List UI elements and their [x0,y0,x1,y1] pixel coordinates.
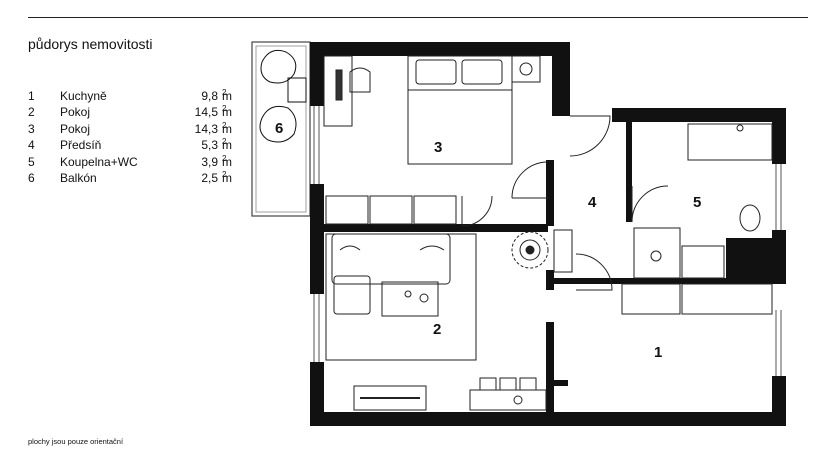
room-name: Koupelna+WC [60,154,138,169]
decor-icon [404,290,412,298]
room-label-4: 4 [588,194,597,211]
balcony-chair [259,105,297,143]
balcony [251,41,311,217]
bedroom-furniture [323,55,541,225]
bathroom-fixtures [633,123,773,279]
room-number: 6 [28,170,35,185]
room-number: 5 [28,154,35,169]
double-bed [407,55,513,165]
room-number: 3 [28,121,35,136]
page-title: půdorys nemovitosti [28,36,153,52]
room-name: Balkón [60,170,97,185]
kitchen-counters [621,283,773,315]
pillow [461,59,503,85]
room-number: 2 [28,105,35,120]
monitor-icon [335,69,343,101]
wardrobe [413,195,457,225]
living-room-furniture [325,229,573,411]
disclaimer-note: plochy jsou pouze orientační [28,437,124,446]
plant-icon [511,231,549,269]
room-label-1: 1 [654,344,662,361]
desk-chair [349,67,371,93]
toilet-icon [739,204,761,232]
bathtub [687,123,773,161]
room-area: 14,5 [194,105,218,120]
tap-icon [736,124,744,132]
room-label-6: 6 [275,120,283,137]
room-area: 9,8 [201,89,218,103]
room-number: 4 [28,138,35,153]
rug [325,233,477,361]
plant-icon [513,395,523,405]
wardrobe [369,195,413,225]
chair [499,377,517,391]
room-name: Pokoj [60,105,91,120]
room-label-5: 5 [693,194,701,211]
counter [621,283,681,315]
wardrobe [325,195,369,225]
plant-icon [419,293,429,303]
room-label-3: 3 [434,139,442,156]
nightstand [511,55,541,83]
pillow [415,59,457,85]
windows [313,106,782,376]
room-label-2: 2 [433,321,441,338]
shoe-cabinet [553,229,573,273]
chair [519,377,537,391]
chair [479,377,497,391]
doors [461,115,669,291]
desk [323,55,353,127]
room-area: 5,3 [201,138,218,153]
walls [310,42,786,426]
cushion [339,245,361,251]
room-name: Kuchyně [60,89,107,103]
balcony-chair [260,49,297,84]
room-area: 3,9 [201,154,218,169]
balcony-table [287,77,307,103]
drum-icon [650,250,662,262]
lamp-icon [519,62,533,76]
room-area: 2,5 [201,170,218,185]
counter [681,283,773,315]
sink-cabinet [681,245,725,279]
cushion [419,245,445,251]
room-name: Pokoj [60,121,91,136]
room-area: 14,3 [194,121,218,136]
coffee-table [381,281,439,317]
sofa-chaise [333,275,371,315]
top-divider [28,17,808,18]
washing-machine [633,227,681,279]
dining-table [469,389,547,411]
tv-stand [353,385,427,411]
room-name: Předsíň [60,138,102,153]
room-number: 1 [28,89,35,103]
sofa [331,233,451,285]
